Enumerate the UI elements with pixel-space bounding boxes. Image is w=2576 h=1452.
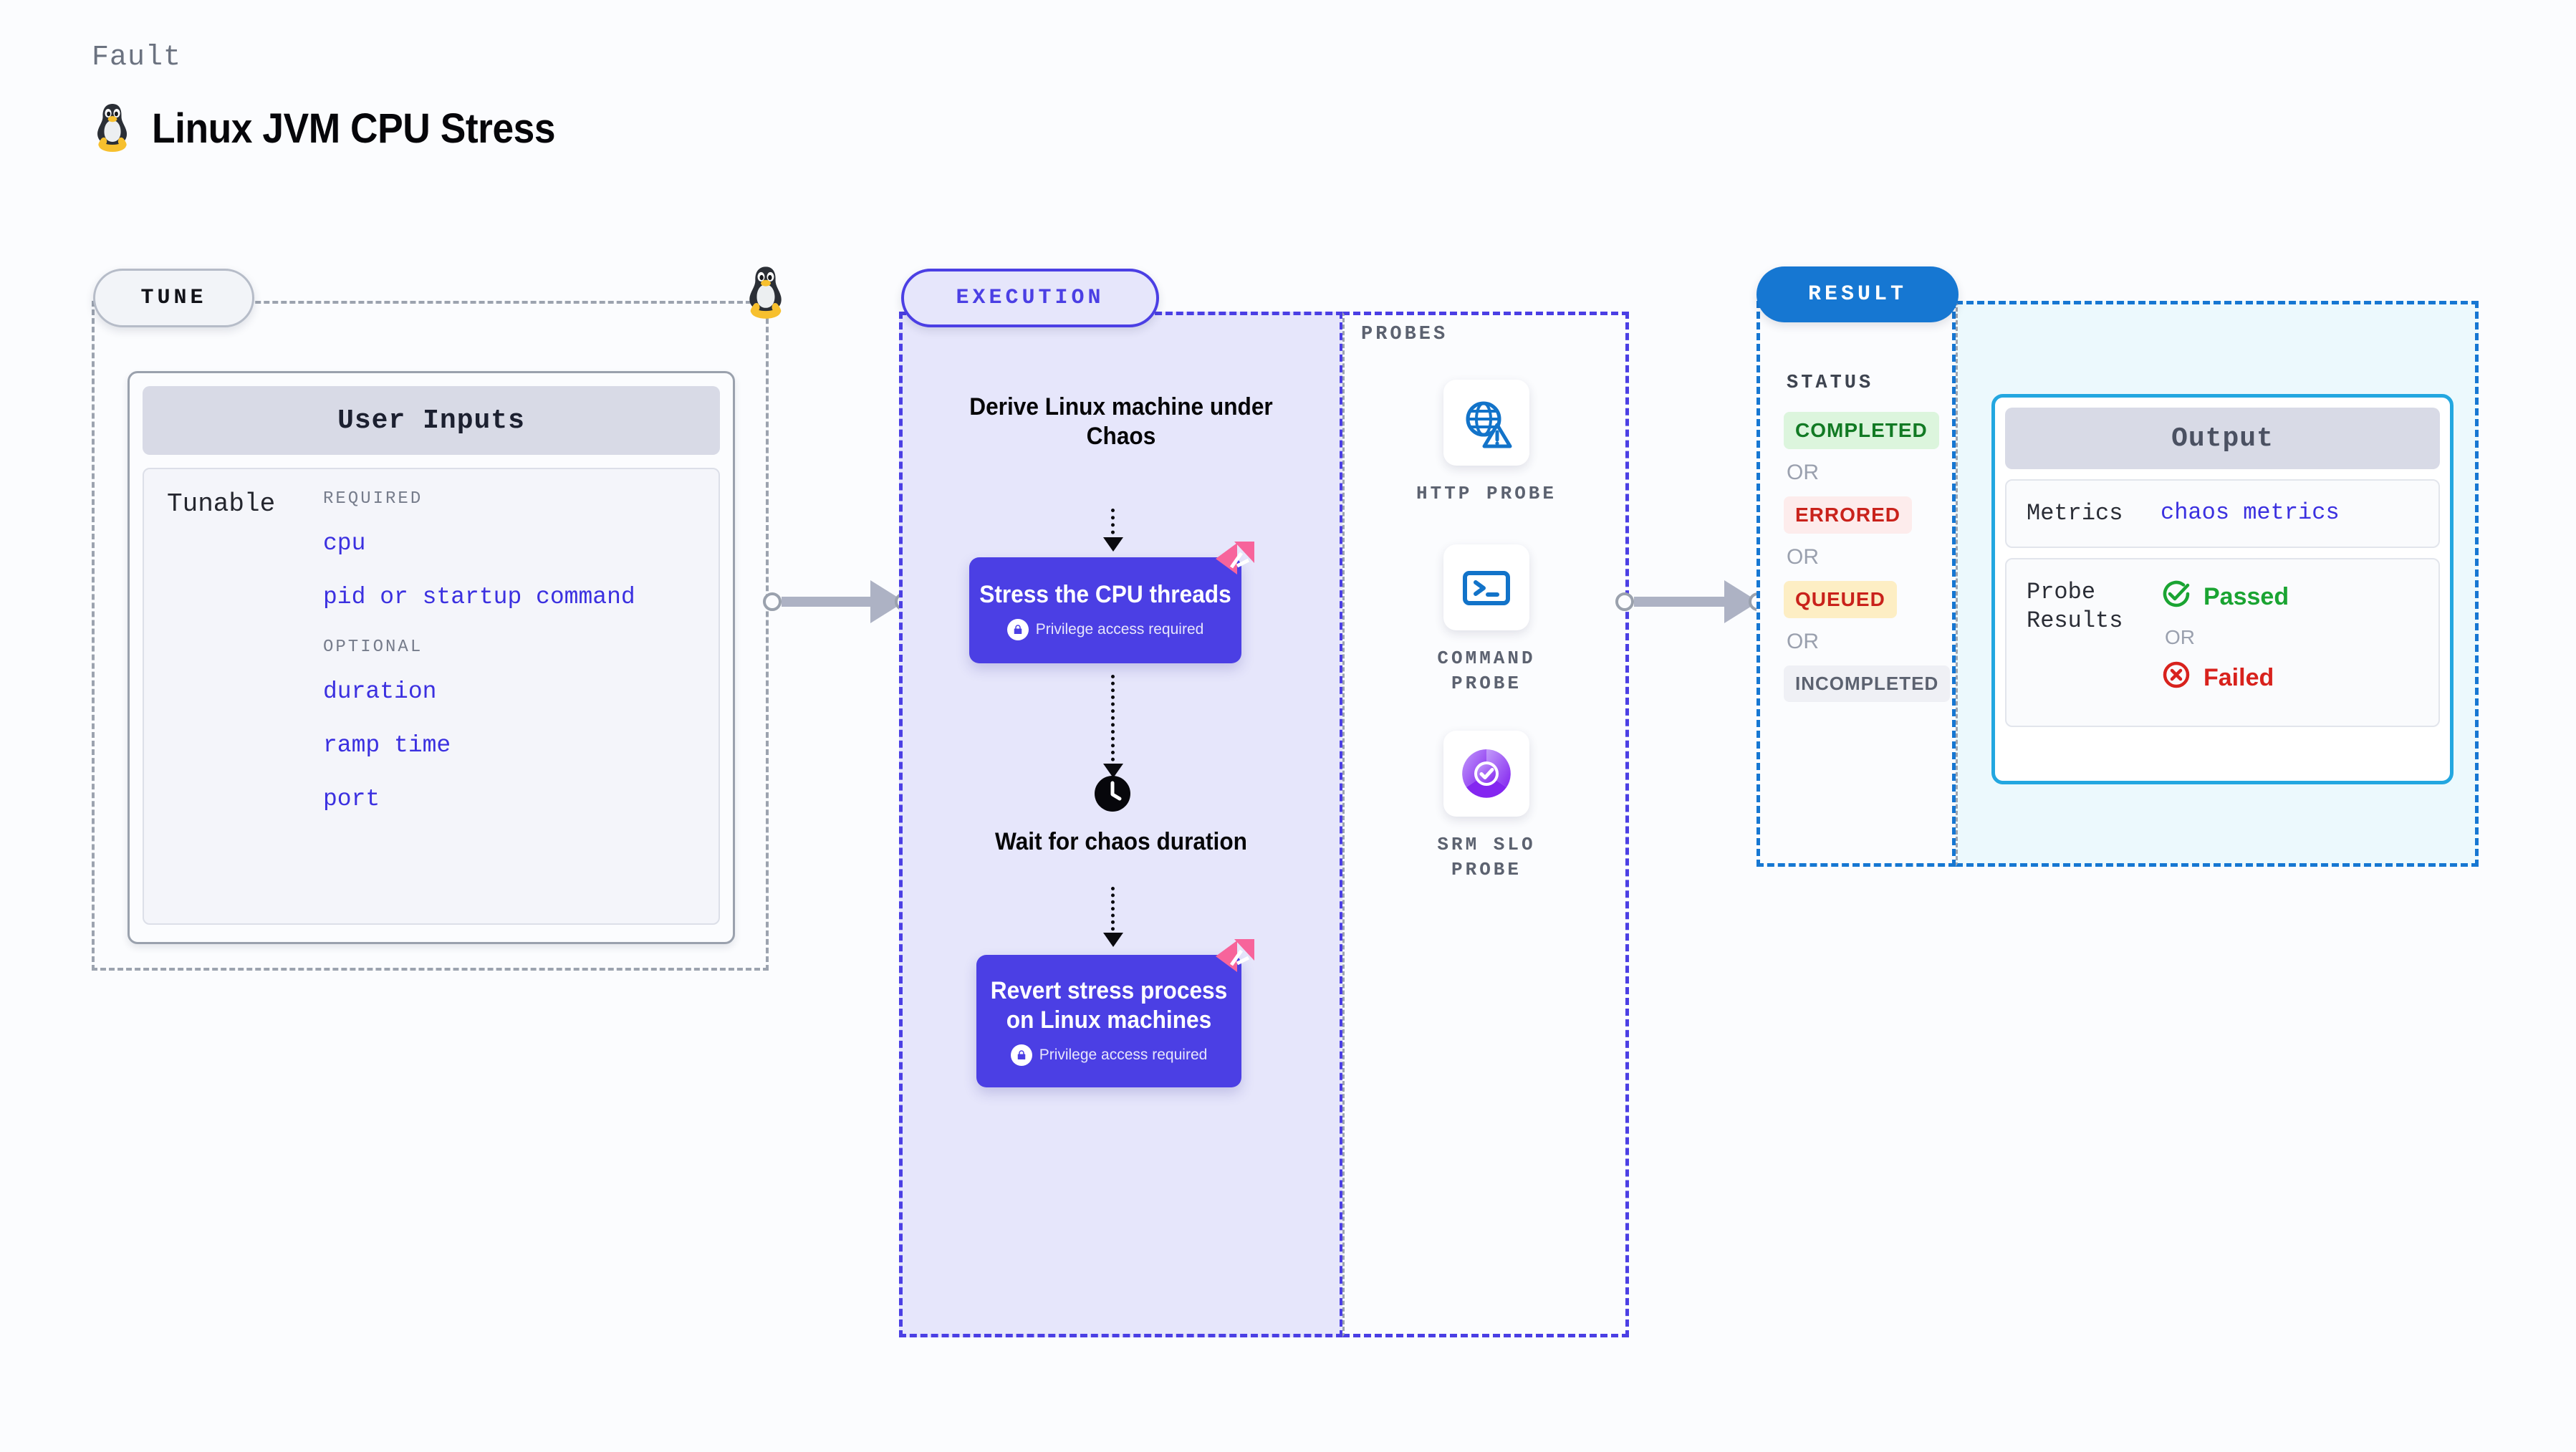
privilege-note: Privilege access required [1010, 1044, 1208, 1067]
tunable-item[interactable]: duration [323, 678, 437, 705]
lock-icon [1010, 1044, 1032, 1067]
probes-panel [1342, 312, 1629, 1337]
title-row: Linux JVM CPU Stress [92, 101, 590, 156]
lock-icon [1006, 619, 1029, 641]
cross-circle-icon [2161, 659, 2192, 697]
tune-pill[interactable]: TUNE [93, 269, 254, 327]
output-value-metrics[interactable]: chaos metrics [2161, 499, 2340, 526]
linux-tux-icon [92, 101, 133, 156]
user-inputs-card: User Inputs Tunable REQUIRED cpu pid or … [128, 371, 735, 944]
privilege-label: Privilege access required [1035, 621, 1204, 638]
terminal-prompt-icon [1443, 544, 1529, 630]
output-row-probe-results: Probe Results Passed OR [2005, 558, 2440, 727]
output-row-metrics: Metrics chaos metrics [2005, 479, 2440, 548]
status-title: STATUS [1787, 372, 1874, 394]
status-badge-queued: QUEUED [1784, 581, 1897, 618]
clock-icon [1094, 775, 1131, 812]
probe-label: HTTP PROBE [1416, 483, 1557, 504]
tunable-group-label-optional: OPTIONAL [323, 638, 423, 657]
flow-arrow-down-icon [1103, 887, 1123, 947]
flow-arrow-down-icon [1103, 509, 1123, 552]
node-title: Revert stress process on Linux machines [990, 976, 1228, 1034]
connector-probes-to-result [1615, 580, 1767, 623]
fault-eyebrow-label: Fault [92, 42, 182, 74]
connector-tune-to-execution [763, 580, 913, 623]
connector-start-dot [763, 592, 782, 611]
node-title: Stress the CPU threads [979, 580, 1231, 608]
probe-slo[interactable]: SRM SLO PROBE [1404, 731, 1569, 883]
status-badge-errored: ERRORED [1784, 496, 1913, 534]
execution-panel [899, 312, 1343, 1337]
output-header: Output [2005, 408, 2440, 469]
probe-result-passed-label: Passed [2203, 583, 2289, 610]
tunable-group-label-required: REQUIRED [323, 489, 423, 509]
output-key-metrics: Metrics [2027, 500, 2123, 527]
or-separator: OR [1787, 545, 1819, 569]
status-badge-completed: COMPLETED [1784, 412, 1939, 449]
output-card: Output Metrics chaos metrics Probe Resul… [1991, 394, 2454, 784]
execution-node-revert-stress[interactable]: Revert stress process on Linux machines … [976, 939, 1254, 1087]
tunable-box: Tunable REQUIRED cpu pid or startup comm… [143, 468, 720, 925]
tunable-list: REQUIRED cpu pid or startup command OPTI… [323, 489, 719, 923]
slo-donut-check-icon [1443, 731, 1529, 817]
user-inputs-header: User Inputs [143, 386, 720, 455]
result-panel [1756, 301, 1956, 867]
execution-step-derive: Derive Linux machine under Chaos [969, 393, 1273, 451]
tunable-item[interactable]: pid or startup command [323, 584, 635, 610]
probe-http[interactable]: HTTP PROBE [1404, 380, 1569, 506]
flow-arrow-down-icon [1103, 675, 1123, 778]
privilege-label: Privilege access required [1039, 1047, 1208, 1064]
status-badge-incompleted: INCOMPLETED [1784, 665, 1951, 702]
output-key-probe-results: Probe Results [2027, 579, 2123, 634]
probe-label: SRM SLO PROBE [1437, 834, 1536, 881]
or-separator: OR [2165, 626, 2195, 648]
probe-label: COMMAND PROBE [1437, 648, 1536, 695]
probes-title: PROBES [1361, 324, 1448, 345]
privilege-note: Privilege access required [1006, 619, 1204, 641]
status-list: COMPLETED OR ERRORED OR QUEUED OR INCOMP… [1784, 412, 1951, 702]
tunable-item[interactable]: port [323, 786, 380, 812]
page-title: Linux JVM CPU Stress [152, 105, 556, 152]
connector-bar [1634, 597, 1726, 607]
probe-result-failed-label: Failed [2203, 664, 2274, 691]
probe-results-values: Passed OR Failed [2161, 578, 2289, 697]
result-pill[interactable]: RESULT [1756, 266, 1959, 322]
globe-warning-icon [1443, 380, 1529, 466]
page-header: Fault Linux JVM CPU Stress [92, 42, 590, 156]
tunable-row-label: Tunable [167, 489, 276, 519]
execution-pill[interactable]: EXECUTION [901, 269, 1159, 327]
probe-result-passed: Passed [2161, 578, 2289, 616]
execution-node-stress-cpu[interactable]: Stress the CPU threads Privilege access … [969, 542, 1254, 663]
probe-command[interactable]: COMMAND PROBE [1404, 544, 1569, 696]
check-circle-icon [2161, 578, 2192, 616]
probe-result-failed: Failed [2161, 659, 2289, 697]
connector-bar [782, 597, 872, 607]
or-separator: OR [1787, 630, 1819, 653]
execution-step-wait: Wait for chaos duration [995, 828, 1247, 855]
chaos-flag-icon [1213, 539, 1257, 579]
chaos-flag-icon [1213, 936, 1257, 976]
connector-start-dot [1615, 592, 1634, 611]
linux-tux-icon [741, 264, 790, 319]
or-separator: OR [1787, 461, 1819, 484]
tunable-item[interactable]: ramp time [323, 732, 451, 759]
tunable-item[interactable]: cpu [323, 530, 366, 557]
